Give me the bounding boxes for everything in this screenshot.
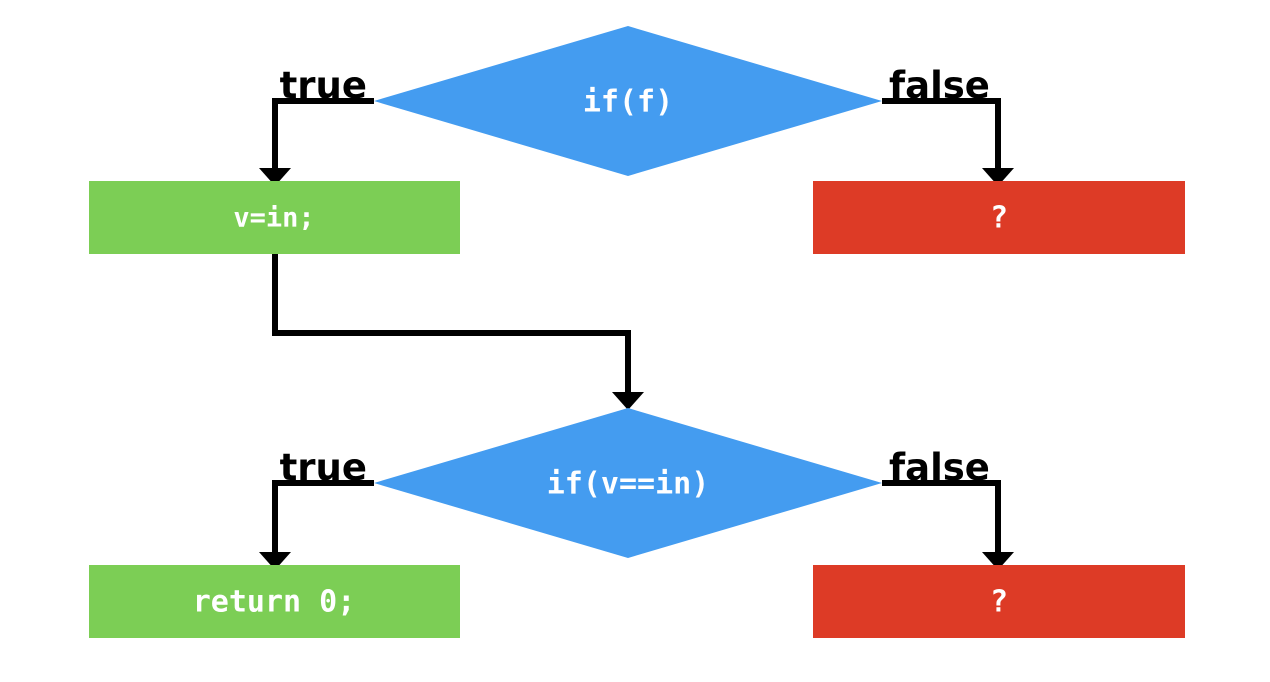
node-decision-if-f[interactable]: if(f) bbox=[374, 26, 882, 176]
decision-diamond-shape bbox=[374, 408, 882, 558]
process-rect-shape bbox=[89, 181, 460, 254]
process-rect-shape bbox=[89, 565, 460, 638]
edge-if-v-eq-in-false-line bbox=[882, 480, 1001, 552]
node-decision-if-v-eq-in[interactable]: if(v==in) bbox=[374, 408, 882, 558]
node-group: if(f) v=in; ? if(v==in) return 0; ? bbox=[89, 26, 1185, 638]
edge-if-f-false[interactable]: false bbox=[882, 64, 1014, 186]
process-return-zero-label: return 0; bbox=[193, 585, 356, 620]
edge-label-false-bottom: false bbox=[889, 446, 990, 489]
edge-if-v-eq-in-true[interactable]: true bbox=[259, 446, 374, 570]
edge-if-v-eq-in-true-arrowhead bbox=[259, 552, 291, 570]
unknown-top-label: ? bbox=[990, 201, 1008, 236]
unknown-rect-shape bbox=[813, 181, 1185, 254]
edge-assign-to-decision-arrowhead bbox=[612, 392, 644, 410]
node-unknown-bottom[interactable]: ? bbox=[813, 565, 1185, 638]
edge-label-false-top: false bbox=[889, 64, 990, 107]
decision-if-v-eq-in-label: if(v==in) bbox=[547, 467, 710, 502]
edge-assign-to-decision[interactable] bbox=[272, 254, 644, 410]
decision-diamond-shape bbox=[374, 26, 882, 176]
edge-label-true-bottom: true bbox=[280, 446, 367, 489]
node-process-assign-v[interactable]: v=in; bbox=[89, 181, 460, 254]
node-process-return-zero[interactable]: return 0; bbox=[89, 565, 460, 638]
process-assign-v-label: v=in; bbox=[233, 203, 314, 234]
unknown-bottom-label: ? bbox=[990, 585, 1008, 620]
edge-group: true false true false bbox=[259, 64, 1014, 570]
edge-if-v-eq-in-false-arrowhead bbox=[982, 552, 1014, 570]
edge-if-v-eq-in-true-line bbox=[272, 480, 374, 552]
edge-if-f-true-line bbox=[272, 98, 374, 168]
node-unknown-top[interactable]: ? bbox=[813, 181, 1185, 254]
edge-if-v-eq-in-false[interactable]: false bbox=[882, 446, 1014, 570]
edge-label-true-top: true bbox=[280, 64, 367, 107]
edge-if-f-true[interactable]: true bbox=[259, 64, 374, 186]
edge-if-f-false-line bbox=[882, 98, 1001, 168]
edge-if-f-false-arrowhead bbox=[982, 168, 1014, 186]
edge-assign-to-decision-line bbox=[272, 254, 631, 392]
unknown-rect-shape bbox=[813, 565, 1185, 638]
edge-if-f-true-arrowhead bbox=[259, 168, 291, 186]
decision-if-f-label: if(f) bbox=[583, 85, 673, 120]
